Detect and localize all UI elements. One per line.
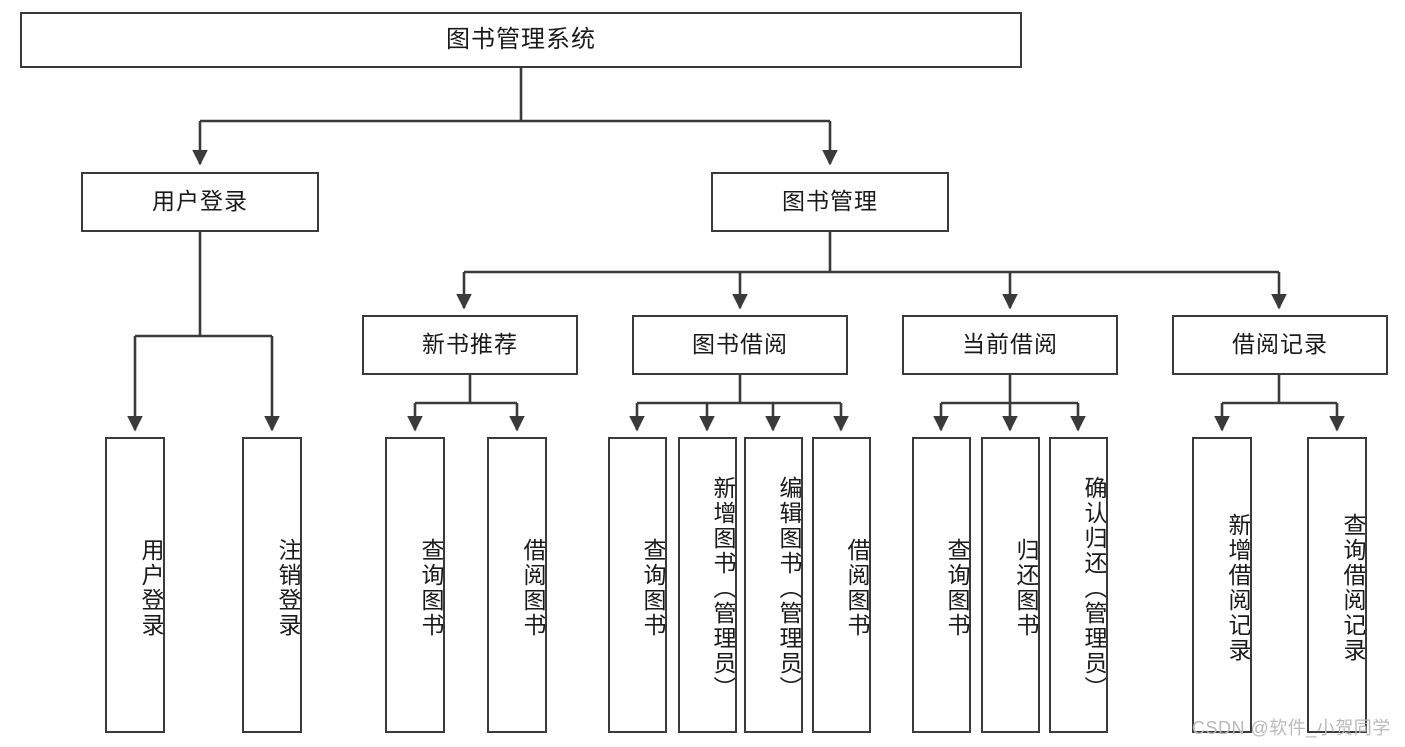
leaf-query-borrow-record[interactable]: 查询借阅记录 xyxy=(1307,437,1367,733)
node-new-book-recommend[interactable]: 新书推荐 xyxy=(362,315,578,375)
leaf-edit-book[interactable]: 编辑图书（管理员） xyxy=(744,437,803,733)
watermark: CSDN @软件_小贺同学 xyxy=(1192,718,1391,738)
leaf-query-book-recommend[interactable]: 查询图书 xyxy=(385,437,445,733)
node-current-borrow[interactable]: 当前借阅 xyxy=(902,315,1118,375)
node-book-borrow[interactable]: 图书借阅 xyxy=(632,315,848,375)
leaf-logout[interactable]: 注销登录 xyxy=(242,437,302,733)
leaf-query-book-borrow[interactable]: 查询图书 xyxy=(608,437,667,733)
leaf-add-borrow-record[interactable]: 新增借阅记录 xyxy=(1192,437,1252,733)
node-book-manage[interactable]: 图书管理 xyxy=(711,172,949,232)
leaf-query-book-current[interactable]: 查询图书 xyxy=(912,437,971,733)
leaf-user-login[interactable]: 用户登录 xyxy=(105,437,165,733)
leaf-borrow-book-recommend[interactable]: 借阅图书 xyxy=(487,437,547,733)
node-user-login[interactable]: 用户登录 xyxy=(81,172,319,232)
leaf-add-book[interactable]: 新增图书（管理员） xyxy=(678,437,737,733)
node-root[interactable]: 图书管理系统 xyxy=(20,12,1022,68)
node-borrow-record[interactable]: 借阅记录 xyxy=(1172,315,1388,375)
leaf-return-book[interactable]: 归还图书 xyxy=(981,437,1040,733)
leaf-confirm-return[interactable]: 确认归还（管理员） xyxy=(1049,437,1108,733)
leaf-borrow-book[interactable]: 借阅图书 xyxy=(812,437,871,733)
